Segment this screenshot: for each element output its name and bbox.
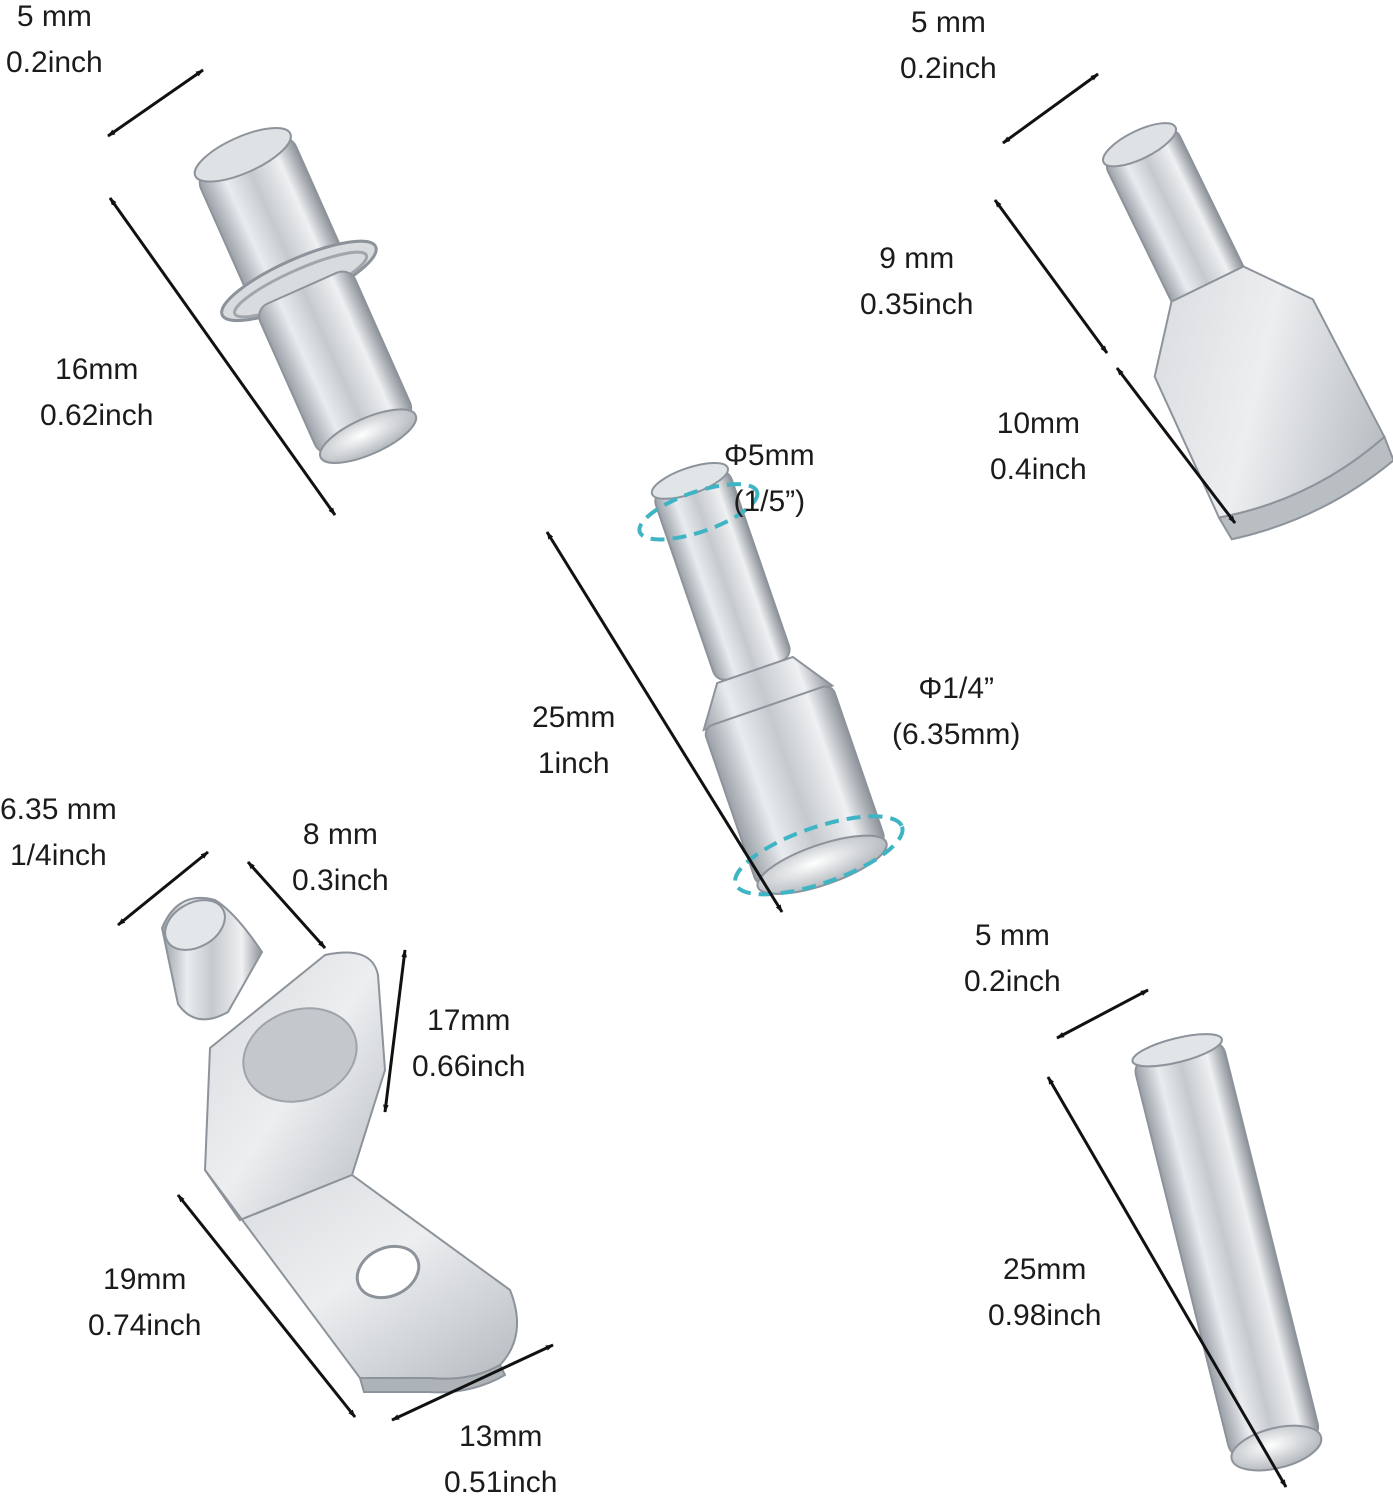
dim-value-inch: (1/5”): [733, 485, 806, 518]
label-l-bracket-pin-length: 8 mm 0.3inch: [292, 812, 389, 904]
dim-value-mm: 13mm: [459, 1420, 543, 1453]
dim-value-inch: 1/4inch: [9, 839, 107, 872]
dim-value-inch: 0.51inch: [444, 1466, 558, 1499]
label-step-pin-length: 25mm 1inch: [532, 695, 615, 787]
arrow-straight-pin-diameter: [1056, 988, 1149, 1040]
label-step-pin-large-diameter: Φ1/4” (6.35mm): [892, 666, 1020, 758]
label-l-bracket-leg: 19mm 0.74inch: [88, 1257, 201, 1349]
dimension-arrows: [107, 68, 1288, 1488]
label-step-pin-small-diameter: Φ5mm (1/5”): [724, 433, 815, 525]
label-spoon-pin-paddle: 10mm 0.4inch: [990, 401, 1087, 493]
arrow-step-pin-length: [545, 531, 784, 913]
dim-value-mm: 5 mm: [910, 6, 986, 39]
dim-value-mm: 16mm: [55, 353, 139, 386]
dim-value-mm: 9 mm: [879, 242, 955, 275]
dim-value-mm: 25mm: [1003, 1253, 1087, 1286]
label-pin-collar-length: 16mm 0.62inch: [40, 347, 153, 439]
label-l-bracket-pin-diameter: 6.35 mm 1/4inch: [0, 787, 117, 879]
dim-value-mm: 8 mm: [302, 818, 378, 851]
dim-value-mm: 5 mm: [974, 919, 1050, 952]
arrow-spoon-pin-diameter: [1002, 72, 1099, 145]
dim-value-mm: (6.35mm): [892, 718, 1021, 751]
dim-value-inch: 0.2inch: [900, 52, 997, 85]
l-bracket-shelf-pin-icon: [160, 896, 519, 1394]
arrow-l-bracket-leg: [176, 1194, 357, 1418]
dim-value-inch: 0.2inch: [964, 965, 1061, 998]
dim-value-inch: Φ1/4”: [918, 672, 994, 705]
straight-shelf-pin-icon: [1131, 1033, 1323, 1472]
collared-shelf-pin-icon: [193, 127, 418, 464]
dim-value-inch: 0.74inch: [88, 1309, 202, 1342]
dim-value-inch: 1inch: [537, 747, 610, 780]
spoon-shelf-pin-icon: [1102, 122, 1393, 541]
label-spoon-pin-shank: 9 mm 0.35inch: [860, 236, 973, 328]
label-straight-pin-length: 25mm 0.98inch: [988, 1247, 1101, 1339]
arrow-l-bracket-upright: [383, 949, 407, 1113]
arrow-l-bracket-pin-diameter: [117, 850, 209, 927]
dim-value-inch: 0.66inch: [412, 1050, 526, 1083]
dim-value-mm: 19mm: [103, 1263, 187, 1296]
label-straight-pin-diameter: 5 mm 0.2inch: [964, 913, 1061, 1005]
dim-value-mm: Φ5mm: [724, 439, 815, 472]
dim-value-inch: 0.2inch: [6, 46, 103, 79]
label-l-bracket-upright: 17mm 0.66inch: [412, 998, 525, 1090]
arrow-pin-collar-diameter: [107, 68, 204, 138]
dim-value-mm: 10mm: [996, 407, 1081, 440]
dim-value-inch: 0.98inch: [988, 1299, 1102, 1332]
label-pin-collar-diameter: 5 mm 0.2inch: [6, 0, 103, 86]
dim-value-mm: 6.35 mm: [0, 793, 117, 826]
dim-value-inch: 0.4inch: [990, 453, 1087, 486]
label-spoon-pin-diameter: 5 mm 0.2inch: [900, 0, 997, 92]
label-l-bracket-width: 13mm 0.51inch: [444, 1414, 557, 1506]
arrow-l-bracket-pin-length: [246, 860, 327, 950]
dim-value-inch: 0.3inch: [292, 864, 389, 897]
arrow-pin-collar-length: [108, 197, 337, 516]
dim-value-mm: 25mm: [532, 701, 616, 734]
arrow-straight-pin-length: [1046, 1076, 1288, 1488]
arrow-spoon-pin-paddle: [1115, 367, 1237, 524]
dim-value-mm: 5 mm: [16, 0, 92, 33]
dim-value-inch: 0.62inch: [40, 399, 154, 432]
arrow-l-bracket-width: [391, 1343, 554, 1422]
dim-value-inch: 0.35inch: [860, 288, 974, 321]
dim-value-mm: 17mm: [427, 1004, 511, 1037]
arrow-spoon-pin-shank: [993, 199, 1109, 354]
